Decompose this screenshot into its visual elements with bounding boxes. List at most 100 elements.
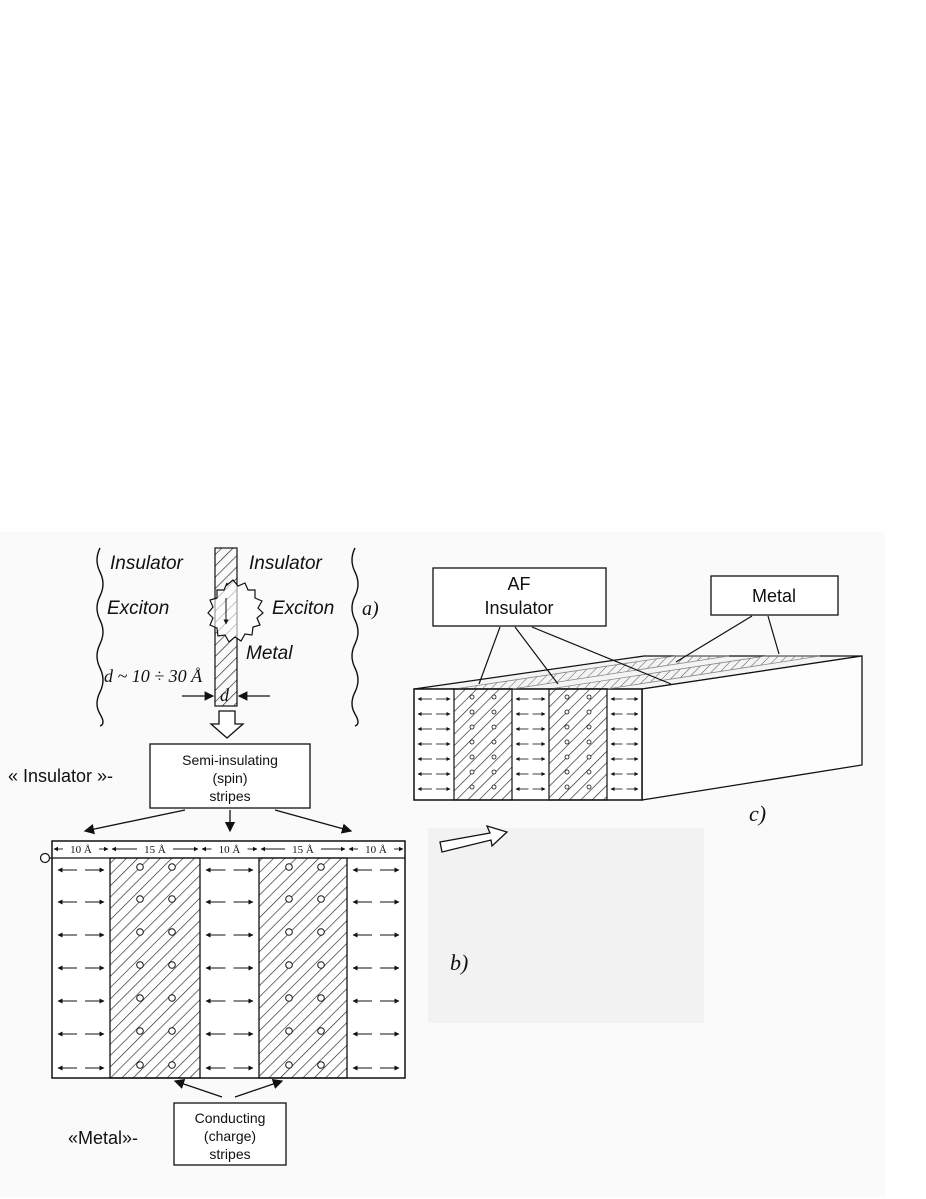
charge-carrier — [491, 754, 497, 760]
metal-leader-2 — [767, 615, 780, 655]
pointer-to-stripe-5 — [274, 809, 353, 834]
charge-carrier — [491, 709, 497, 715]
charge-carrier — [564, 784, 570, 790]
width-label: 10 Å — [365, 844, 387, 856]
charge-carrier — [285, 1061, 293, 1069]
conducting-line-2: (charge) — [204, 1128, 256, 1144]
width-labels: 10 Å 15 Å 10 Å 15 Å 10 Å — [53, 844, 404, 856]
charge-carrier — [317, 863, 325, 871]
charge-carrier — [317, 1027, 325, 1035]
right-hollow-arrow — [439, 824, 509, 853]
wavy-boundary-right — [351, 547, 359, 727]
semi-insulating-line-2: (spin) — [212, 770, 247, 786]
charge-carrier — [168, 928, 176, 936]
metal-leader-1 — [675, 615, 753, 663]
charge-carrier — [586, 769, 592, 775]
charge-carrier — [285, 863, 293, 871]
charge-carrier — [168, 961, 176, 969]
pointer-to-conducting-1 — [173, 1079, 223, 1098]
charge-carrier — [469, 784, 475, 790]
insulator-caption: « Insulator »- — [8, 766, 113, 786]
charge-carrier — [491, 694, 497, 700]
charge-carrier — [168, 1061, 176, 1069]
charge-carrier — [136, 928, 144, 936]
charge-carrier — [469, 724, 475, 730]
semi-insulating-line-3: stripes — [209, 788, 250, 804]
insulator-label-right: Insulator — [249, 553, 323, 574]
af-leader-1 — [478, 626, 501, 685]
charge-carrier — [586, 754, 592, 760]
front-metal-stripe-2 — [548, 688, 608, 801]
conducting-stripe-1 — [109, 857, 201, 1079]
charge-carrier — [136, 961, 144, 969]
width-label: 10 Å — [219, 844, 241, 856]
af-box-line-1: AF — [507, 574, 530, 594]
conducting-stripe-2 — [258, 857, 348, 1079]
charge-carrier — [564, 754, 570, 760]
charge-carrier — [136, 863, 144, 871]
metal-label: Metal — [246, 643, 293, 664]
shaded-region — [428, 828, 704, 1023]
semi-insulating-line-1: Semi-insulating — [182, 752, 278, 768]
front-marks — [417, 694, 639, 791]
panel-c-label: c) — [749, 801, 766, 826]
charge-carrier — [136, 895, 144, 903]
panel-c: AF Insulator Metal c) — [413, 567, 863, 826]
charge-carrier — [564, 739, 570, 745]
pointer-to-stripe-1 — [83, 809, 186, 835]
af-box-line-2: Insulator — [484, 598, 553, 618]
charge-carrier — [317, 928, 325, 936]
metal-box — [710, 575, 839, 616]
af-leader-2 — [514, 626, 559, 685]
charge-carrier — [285, 1027, 293, 1035]
panel-a: Insulator Insulator Exciton Exciton Meta… — [96, 547, 379, 739]
insulator-label-left: Insulator — [110, 553, 184, 574]
charge-carrier — [564, 709, 570, 715]
conducting-line-3: stripes — [209, 1146, 250, 1162]
charge-carrier — [136, 994, 144, 1002]
charge-carrier — [285, 928, 293, 936]
charge-carrier — [586, 739, 592, 745]
block-front-face — [413, 688, 643, 801]
charge-carrier — [136, 1061, 144, 1069]
exciton-label-right: Exciton — [272, 598, 334, 619]
width-label: 15 Å — [292, 844, 314, 856]
panel-b: « Insulator »- Semi-insulating (spin) st… — [8, 743, 468, 1166]
charge-carrier — [586, 694, 592, 700]
charge-carrier — [491, 784, 497, 790]
charge-carrier — [586, 784, 592, 790]
conducting-box — [173, 1102, 287, 1166]
conducting-line-1: Conducting — [195, 1110, 266, 1126]
metal-caption: «Metal»- — [68, 1128, 138, 1148]
charge-carrier — [317, 961, 325, 969]
panel-b-label: b) — [450, 950, 468, 975]
af-insulator-box — [432, 567, 607, 627]
exciton-label-left: Exciton — [107, 598, 169, 619]
charge-carrier — [317, 895, 325, 903]
exciton-loop — [207, 579, 264, 643]
metal-box-label: Metal — [752, 586, 796, 606]
charge-carrier — [168, 863, 176, 871]
charge-carrier — [586, 724, 592, 730]
af-leader-3 — [531, 626, 672, 685]
charge-carrier — [491, 739, 497, 745]
width-label: 15 Å — [144, 844, 166, 856]
charge-carrier — [285, 961, 293, 969]
charge-carrier — [317, 1061, 325, 1069]
charge-carrier — [469, 769, 475, 775]
charge-carrier — [168, 994, 176, 1002]
width-label: 10 Å — [70, 844, 92, 856]
charge-carrier — [564, 724, 570, 730]
wavy-boundary-left — [96, 547, 104, 727]
stripe-array-frame — [51, 840, 406, 1079]
charge-carrier — [469, 739, 475, 745]
charge-carrier — [469, 694, 475, 700]
panel-a-label: a) — [362, 598, 379, 620]
stripe-marks — [57, 863, 400, 1071]
charge-carrier — [469, 754, 475, 760]
charge-carrier — [317, 994, 325, 1002]
charge-carrier — [285, 895, 293, 903]
pointer-to-conducting-2 — [234, 1079, 284, 1098]
charge-carrier — [469, 709, 475, 715]
